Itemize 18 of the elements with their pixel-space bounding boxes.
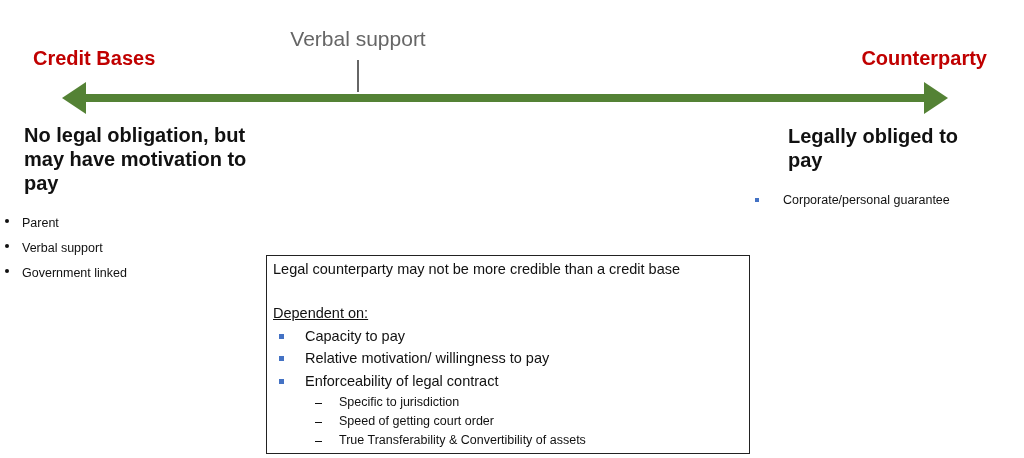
scale-label: Verbal support bbox=[290, 27, 426, 51]
bullet-text: Corporate/personal guarantee bbox=[783, 193, 950, 207]
box-text: Dependent on: bbox=[273, 305, 369, 321]
box-text: True Transferability & Convertibility of assets bbox=[339, 433, 586, 447]
box-text: Speed of getting court order bbox=[339, 414, 494, 428]
heading-text: No legal obligation, but may have motivation to pay bbox=[24, 123, 248, 195]
end-label: Counterparty bbox=[861, 47, 987, 70]
end-label: Credit Bases bbox=[33, 47, 156, 70]
bullet-text: Parent bbox=[22, 216, 59, 230]
box-text: Relative motivation/ willingness to pay bbox=[305, 350, 550, 366]
bullet-text: Verbal support bbox=[22, 241, 103, 255]
box-text: Enforceability of legal contract bbox=[305, 373, 499, 389]
box-text: Capacity to pay bbox=[305, 328, 405, 344]
bullet-text: Government linked bbox=[22, 266, 127, 280]
box-text: Legal counterparty may not be more credible than a credit base bbox=[273, 261, 681, 277]
box-text: Specific to jurisdiction bbox=[339, 395, 460, 409]
note-box bbox=[266, 255, 750, 454]
heading-text: Legally obliged to pay bbox=[788, 124, 959, 172]
